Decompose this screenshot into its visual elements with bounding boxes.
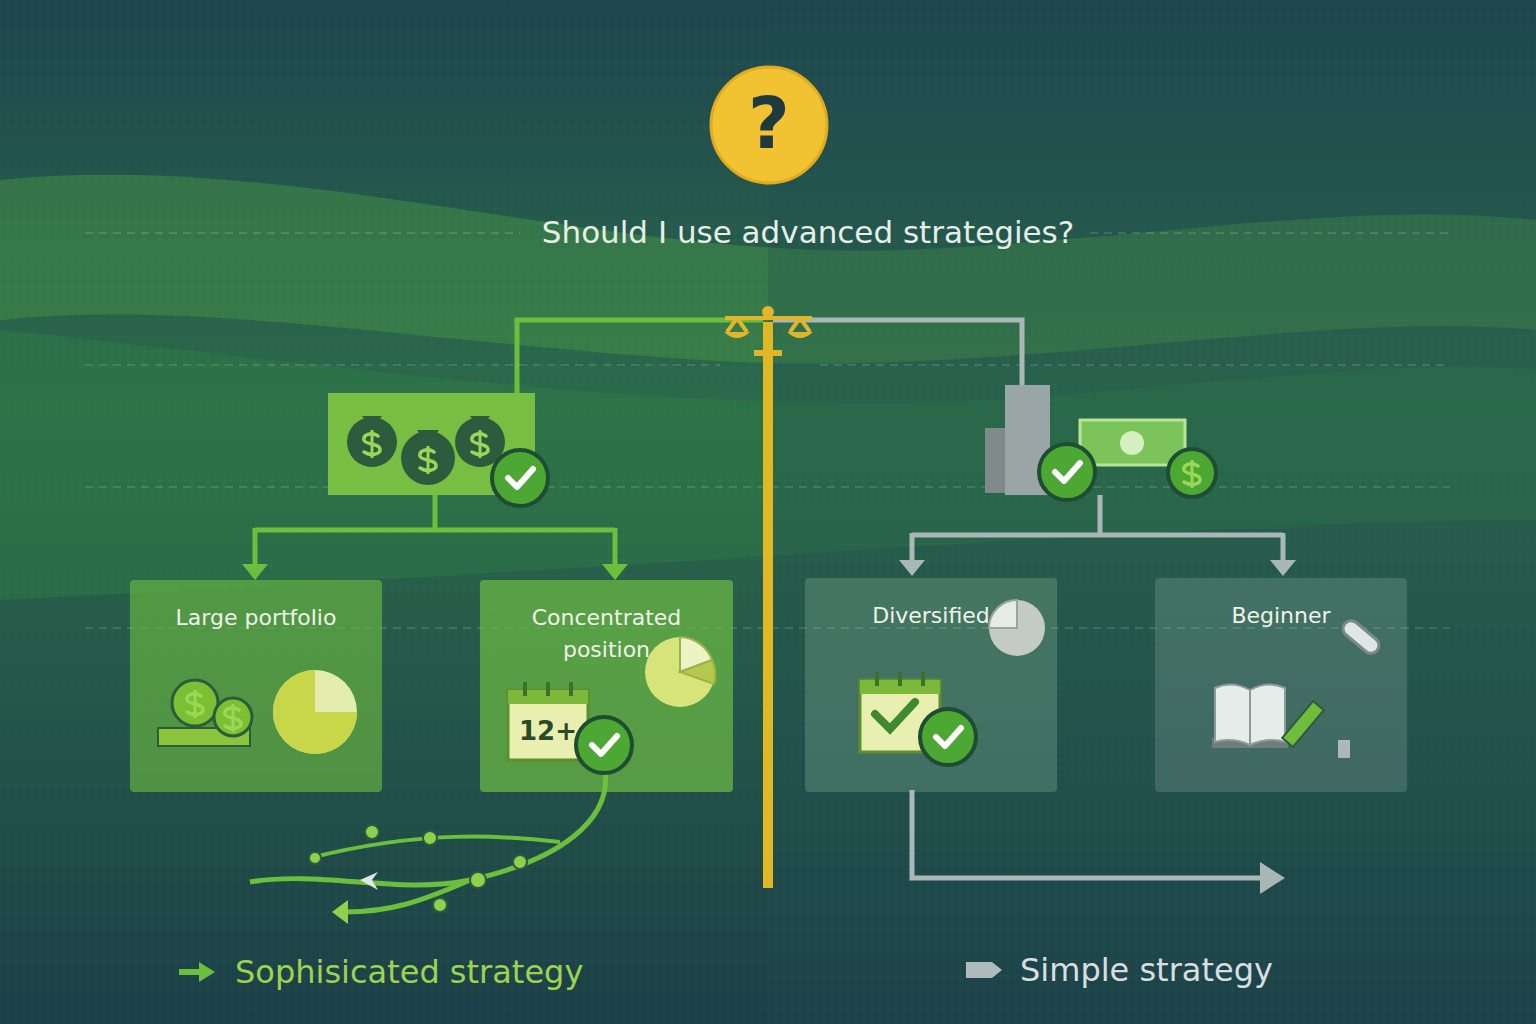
- branch-wire: [517, 320, 763, 395]
- money-panel: [328, 393, 535, 495]
- background-band: [0, 330, 1536, 600]
- building-icon: [1005, 385, 1050, 495]
- background-band: [0, 175, 1536, 364]
- legend-arrow-head: [199, 962, 215, 982]
- path-dot: [365, 825, 379, 839]
- pencil-icon: [1282, 701, 1324, 747]
- pie-slice: [680, 637, 712, 672]
- arrow-head: [899, 560, 1296, 576]
- diagram-title: Should I use advanced strategies?: [274, 214, 1342, 250]
- check-mark: [875, 702, 915, 729]
- option-box: Diversified: [805, 578, 1057, 792]
- divider-post: [763, 322, 773, 888]
- scale-beam: [725, 316, 812, 320]
- option-box: Concentrated position: [480, 580, 733, 792]
- calendar-icon: [860, 680, 940, 752]
- coin: [1168, 449, 1216, 497]
- arrow-head: [1260, 862, 1285, 894]
- legend-arrow: [179, 969, 201, 975]
- calendar-rings: [525, 682, 571, 696]
- branch-wire: [255, 495, 615, 566]
- scale-pans: [724, 332, 813, 338]
- simple-path: [912, 790, 1262, 878]
- money-bag: [455, 417, 505, 467]
- money-bag-knot: [362, 416, 382, 424]
- dollar-sign: [1184, 460, 1200, 488]
- question-mark: ?: [729, 80, 809, 166]
- check-badge: [576, 717, 632, 773]
- arrow-head: [360, 872, 378, 890]
- book-page: [1215, 684, 1250, 745]
- dollar-sign: [187, 690, 203, 718]
- option-label: Large portfolio: [141, 602, 371, 634]
- money-bag: [401, 431, 455, 485]
- pie-chart: [645, 637, 715, 707]
- scale-knob: [762, 306, 774, 318]
- pie-chart: [989, 600, 1045, 656]
- option-box: Beginner: [1155, 578, 1407, 792]
- question-badge: [711, 67, 827, 183]
- building-slab: [985, 428, 1015, 493]
- pie-slice: [989, 600, 1017, 628]
- banknote-seal: [1120, 431, 1144, 455]
- option-label: Diversified: [831, 600, 1031, 632]
- strategy-path: [310, 837, 560, 858]
- cash-stack: [158, 728, 250, 746]
- branch-wire: [912, 495, 1283, 562]
- calendar-icon: [508, 690, 588, 760]
- pie-chart: [273, 670, 357, 754]
- calendar-header: [508, 690, 588, 704]
- arrow-head: [242, 564, 628, 580]
- dollar-sign: [225, 704, 241, 732]
- book-base: [1212, 738, 1288, 748]
- legend-item: Sophisicated strategy: [175, 952, 583, 992]
- check-badge: [1039, 444, 1095, 500]
- calendar-number: 12+: [508, 716, 588, 747]
- path-dot: [309, 852, 321, 864]
- option-label: Beginner: [1181, 600, 1381, 632]
- legend-label: Sophisicated strategy: [235, 953, 583, 991]
- money-bag-knot: [470, 416, 490, 424]
- scale-base: [754, 350, 782, 356]
- book-page: [1250, 684, 1285, 745]
- guide-line: [85, 364, 1450, 366]
- option-box: Large portfolio: [130, 580, 382, 792]
- pie-slice: [680, 660, 715, 684]
- pencil-cap: [1338, 740, 1350, 758]
- legend-item: Simple strategy: [960, 950, 1273, 990]
- coin: [172, 680, 218, 726]
- path-dot: [470, 872, 486, 888]
- option-label: Concentrated position: [517, 602, 697, 666]
- dollar-sign: [472, 430, 488, 458]
- banknote: [1080, 420, 1185, 465]
- money-bag-knot: [417, 430, 439, 438]
- background-shade: [768, 0, 1536, 1024]
- check-badge: [920, 709, 976, 765]
- path-dot: [513, 855, 527, 869]
- legend-sample: [175, 952, 225, 992]
- calendar-header: [860, 680, 940, 694]
- legend-label: Simple strategy: [1020, 951, 1273, 989]
- legend-sample: [960, 950, 1010, 990]
- dollar-sign: [364, 430, 380, 458]
- guide-line: [85, 486, 1450, 488]
- pill-icon: [1340, 617, 1382, 656]
- arrow-head: [332, 900, 348, 924]
- coin: [214, 698, 252, 736]
- scale-strings: [727, 318, 810, 332]
- check-badge: [492, 450, 548, 506]
- legend-tag: [966, 962, 1002, 978]
- money-bag: [347, 417, 397, 467]
- path-dot: [423, 831, 437, 845]
- pie-slice: [273, 670, 357, 754]
- path-dot: [433, 898, 447, 912]
- branch-wire: [773, 320, 1022, 385]
- calendar-rings: [877, 672, 923, 686]
- dollar-sign: [420, 446, 436, 474]
- strategy-path: [345, 880, 470, 912]
